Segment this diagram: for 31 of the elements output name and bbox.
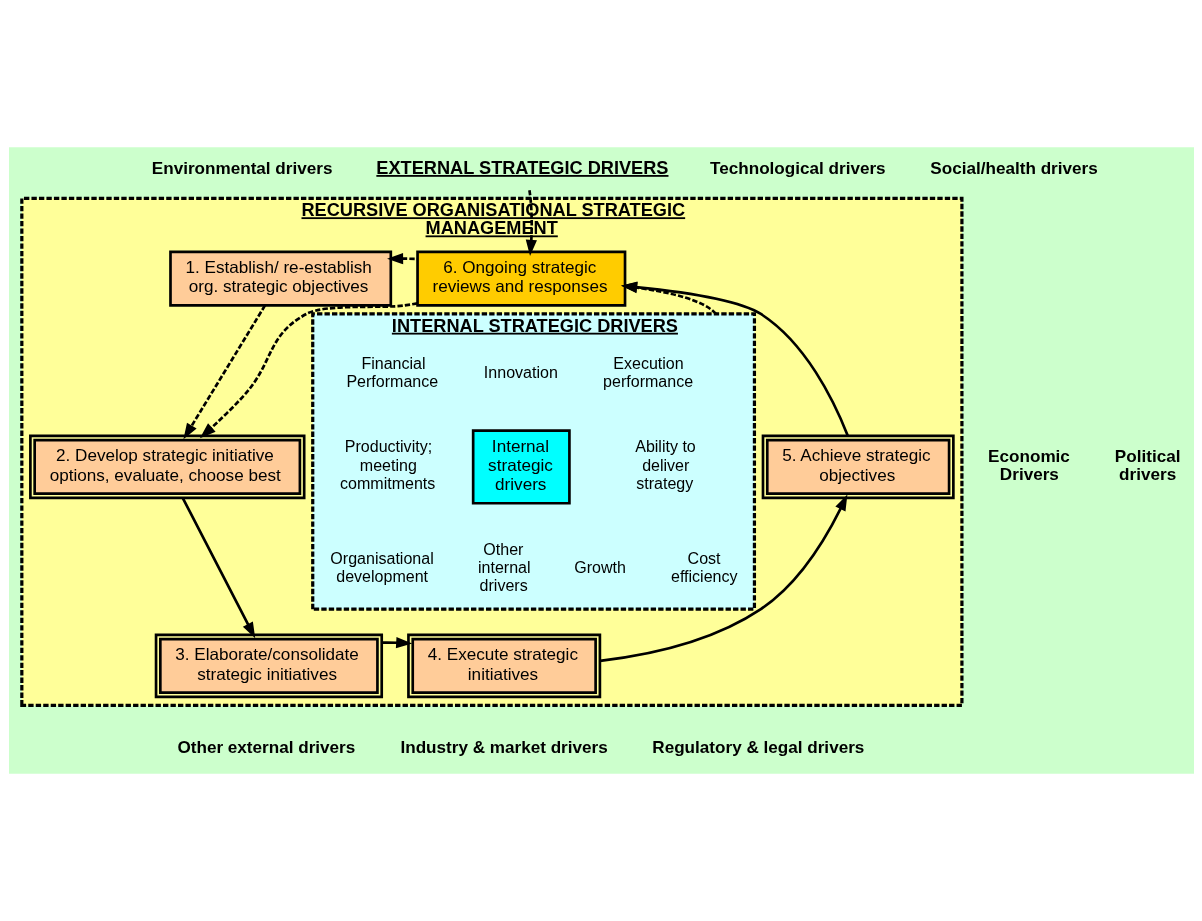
label: Financial Performance	[345, 353, 438, 390]
label: Growth	[573, 557, 626, 576]
arrow	[181, 497, 255, 639]
node-box: 5. Achieve strategic objectives	[761, 434, 955, 500]
node-box: 4. Execute strategic initiatives	[406, 633, 601, 699]
node-text: EXTERNAL STRATEGIC DRIVERS	[375, 157, 668, 178]
arrow	[381, 637, 412, 649]
label: Industry & market drivers	[399, 738, 608, 758]
label: Innovation	[483, 362, 558, 381]
node-box: 6. Ongoing strategic reviews and responses	[415, 250, 626, 307]
arrow	[386, 253, 418, 265]
label: Social/health drivers	[929, 158, 1098, 178]
label: Cost efficiency	[670, 548, 738, 585]
node-box: 1. Establish/ re-establish org. strategic objectives	[168, 250, 392, 307]
node-box: Internal strategic drivers	[471, 429, 571, 505]
label: Economic Drivers	[987, 447, 1070, 484]
arrow	[182, 304, 266, 440]
label: Organisational development	[329, 548, 434, 585]
arrow	[199, 302, 418, 439]
label: Regulatory & legal drivers	[651, 738, 864, 758]
label: Environmental drivers	[151, 158, 332, 178]
label: Other internal drivers	[477, 539, 531, 594]
label: Productivity; meeting commitments	[339, 437, 435, 492]
label: Other external drivers	[176, 738, 355, 758]
node-box: 2. Develop strategic initiative options, evaluate, choose best	[28, 434, 305, 500]
label: Technological drivers	[709, 158, 886, 178]
arrow	[599, 494, 847, 663]
label: Execution performance	[602, 353, 693, 390]
node-box: 3. Elaborate/consolidate strategic initiatives	[154, 633, 383, 699]
label: Political drivers	[1114, 447, 1180, 484]
label: Ability to deliver strategy	[634, 437, 696, 492]
